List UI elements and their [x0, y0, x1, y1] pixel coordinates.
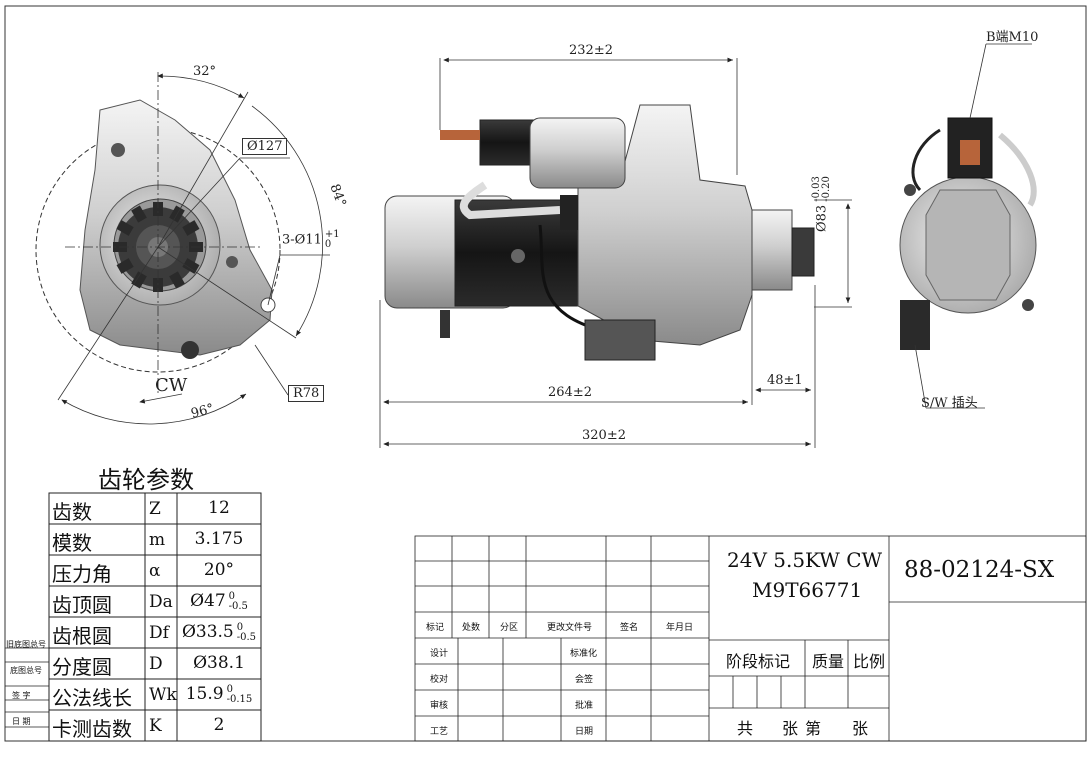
part-number: 88-02124-SX — [904, 557, 1055, 583]
sw-plug-label: S/W 插头 — [921, 396, 978, 411]
gear-param-name: 齿顶圆 — [52, 593, 112, 617]
spec-line-1: 24V 5.5KW CW — [727, 548, 883, 572]
sign-review: 审核 — [430, 701, 449, 711]
weight-label: 质量 — [812, 652, 845, 671]
gear-param-symbol: K — [149, 716, 162, 736]
gear-table-grid — [48, 492, 262, 742]
gear-param-symbol: D — [149, 654, 163, 674]
gear-param-name: 分度圆 — [52, 655, 112, 679]
sign-approve: 批准 — [575, 701, 594, 711]
r78-label: R78 — [288, 385, 325, 402]
rev-header-mark: 标记 — [426, 623, 445, 633]
stage-mark-label: 阶段标记 — [726, 652, 791, 671]
gear-param-value: Ø38.1 — [193, 653, 245, 673]
title-block-grid — [414, 535, 1087, 742]
spec-line-2: M9T66771 — [752, 578, 863, 602]
sign-countersign: 会签 — [575, 675, 594, 685]
sign-process: 工艺 — [430, 727, 449, 737]
front-view — [35, 72, 330, 425]
gear-param-name: 公法线长 — [52, 686, 132, 710]
side-strip-grid — [5, 647, 49, 728]
gear-table-title: 齿轮参数 — [98, 466, 194, 494]
gear-param-value: 3.175 — [194, 529, 244, 549]
sign-date: 日期 — [575, 727, 594, 737]
gear-param-value: 20° — [203, 560, 235, 580]
angle-32-label: 32° — [193, 64, 217, 79]
rev-header-zone: 分区 — [500, 623, 519, 633]
gear-param-symbol: Da — [149, 592, 173, 612]
sign-standard: 标准化 — [570, 649, 598, 659]
length-264-label: 264±2 — [548, 385, 592, 400]
sheet-total-label: 共 — [737, 719, 754, 738]
rev-header-doc: 更改文件号 — [547, 623, 593, 633]
terminal-b-label: B端M10 — [986, 30, 1039, 45]
side-label-drawing: 底图总号 — [10, 666, 42, 675]
gear-param-value: 12 — [208, 498, 230, 518]
dia-127-label: Ø127 — [242, 138, 288, 155]
gear-param-name: 齿根圆 — [52, 624, 112, 648]
gear-param-symbol: Z — [149, 499, 161, 519]
gear-param-value: 2 — [213, 715, 225, 735]
sheet-unit2-label: 张 — [852, 719, 869, 738]
rev-header-date: 年月日 — [666, 623, 694, 633]
length-48-label: 48±1 — [767, 373, 803, 388]
gear-param-name: 模数 — [52, 531, 92, 555]
gear-param-symbol: Df — [149, 623, 169, 643]
rotation-label: CW — [155, 375, 188, 396]
gear-param-symbol: α — [149, 561, 161, 581]
rev-header-sign: 签名 — [620, 623, 639, 633]
length-320-label: 320±2 — [582, 428, 626, 443]
gear-param-symbol: m — [149, 530, 166, 550]
side-label-old-drawing: 旧底图总号 — [6, 640, 46, 649]
side-label-signature: 签 字 — [12, 691, 31, 700]
sign-design: 设计 — [430, 649, 449, 659]
rev-header-count: 处数 — [462, 623, 481, 633]
side-label-date: 日 期 — [12, 717, 31, 726]
side-view — [379, 57, 852, 448]
sheet-unit-label: 张 — [782, 719, 799, 738]
gear-param-name: 压力角 — [52, 562, 112, 586]
length-232-label: 232±2 — [569, 43, 613, 58]
sheet-number-label: 第 — [805, 719, 822, 738]
dia-83-label: Ø83-0.03-0.20 — [811, 176, 832, 232]
sign-check: 校对 — [430, 675, 449, 685]
scale-label: 比例 — [853, 652, 886, 671]
rear-view — [899, 43, 1037, 409]
gear-param-name: 卡测齿数 — [52, 717, 132, 741]
gear-param-name: 齿数 — [52, 500, 92, 524]
gear-param-symbol: Wk — [149, 685, 177, 705]
